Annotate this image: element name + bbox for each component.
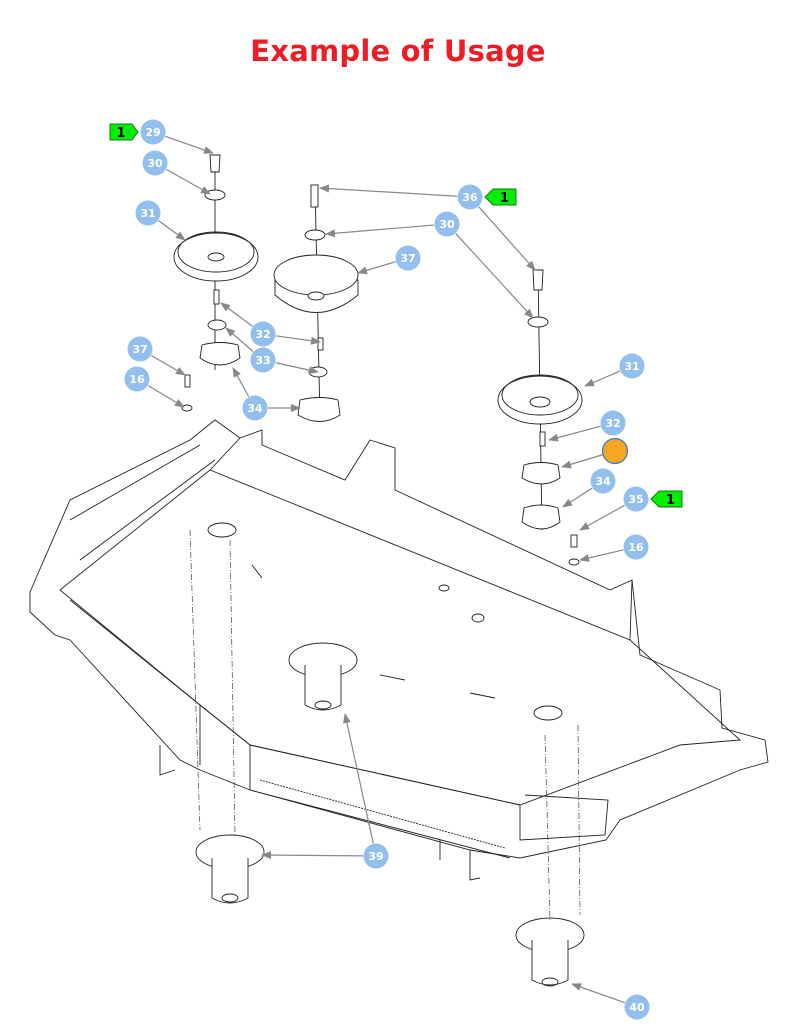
callout-circle[interactable] bbox=[457, 184, 483, 210]
callout-circle[interactable] bbox=[142, 150, 168, 176]
leader-arrow bbox=[319, 184, 458, 197]
page-title: Example of Usage bbox=[250, 34, 546, 68]
callout-circle[interactable] bbox=[242, 395, 268, 421]
callout-circle[interactable] bbox=[601, 437, 629, 465]
callout-highlighted[interactable] bbox=[601, 437, 629, 465]
leader-arrow bbox=[225, 327, 254, 352]
callout-32[interactable]: 32 bbox=[600, 410, 626, 436]
leader-arrow bbox=[220, 302, 253, 327]
callouts: 29 1 30 31 36 1 30 37 32 33 37 16 34 31 32 34 35 1 16 39 40 bbox=[109, 119, 683, 1020]
leader-arrow bbox=[584, 370, 621, 387]
left-pulley-stack bbox=[173, 154, 259, 412]
callout-label: 16 bbox=[129, 373, 145, 386]
callout-34[interactable]: 34 bbox=[590, 468, 616, 494]
callout-32[interactable]: 32 bbox=[250, 321, 276, 347]
callout-31[interactable]: 31 bbox=[135, 200, 161, 226]
callout-34[interactable]: 34 bbox=[242, 395, 268, 421]
callout-33[interactable]: 33 bbox=[250, 347, 276, 373]
callout-31[interactable]: 31 bbox=[619, 353, 645, 379]
right-pulley-stack bbox=[497, 269, 583, 566]
callout-circle[interactable] bbox=[127, 336, 153, 362]
quantity-label: 1 bbox=[500, 191, 509, 206]
leader-arrow bbox=[275, 335, 321, 345]
mower-deck bbox=[29, 419, 769, 881]
callout-circle[interactable] bbox=[623, 534, 649, 560]
quantity-flag-shape bbox=[650, 490, 683, 508]
callout-label: 33 bbox=[255, 354, 270, 367]
callout-circle[interactable] bbox=[590, 468, 616, 494]
center-spindle bbox=[288, 642, 358, 711]
leader-arrow bbox=[158, 220, 186, 241]
leader-arrow bbox=[579, 504, 625, 531]
leader-arrow bbox=[325, 224, 435, 238]
callout-30[interactable]: 30 bbox=[434, 211, 460, 237]
callout-35[interactable]: 35 1 bbox=[623, 486, 683, 512]
callout-label: 34 bbox=[595, 475, 611, 488]
leader-arrow bbox=[275, 362, 319, 374]
quantity-flag: 1 bbox=[484, 188, 517, 206]
quantity-flag-shape bbox=[109, 123, 139, 141]
callout-label: 16 bbox=[628, 541, 644, 554]
leader-arrow bbox=[166, 168, 211, 195]
callout-39[interactable]: 39 bbox=[363, 843, 389, 869]
callout-36[interactable]: 36 1 bbox=[457, 184, 517, 210]
callout-label: 29 bbox=[145, 126, 160, 139]
callout-label: 36 bbox=[462, 191, 478, 204]
leader-arrow bbox=[571, 983, 625, 1004]
leader-arrow bbox=[579, 549, 624, 562]
right-spindle bbox=[515, 917, 585, 987]
callout-circle[interactable] bbox=[124, 366, 150, 392]
callout-label: 37 bbox=[400, 252, 415, 265]
callout-label: 31 bbox=[140, 207, 155, 220]
leader-arrow bbox=[561, 454, 603, 469]
callout-16[interactable]: 16 bbox=[124, 366, 150, 392]
callout-37[interactable]: 37 bbox=[127, 336, 153, 362]
leader-arrow bbox=[147, 385, 185, 408]
leader-arrow bbox=[455, 233, 534, 319]
callout-circle[interactable] bbox=[250, 347, 276, 373]
leader-arrow bbox=[165, 135, 214, 154]
callout-label: 35 bbox=[628, 493, 643, 506]
callout-40[interactable]: 40 bbox=[624, 994, 650, 1020]
callout-label: 30 bbox=[147, 157, 163, 170]
quantity-label: 1 bbox=[116, 126, 125, 141]
leader-arrow bbox=[343, 713, 374, 844]
callout-label: 39 bbox=[368, 850, 383, 863]
quantity-flag: 1 bbox=[109, 123, 139, 141]
quantity-flag-shape bbox=[484, 188, 517, 206]
callout-label: 32 bbox=[255, 328, 270, 341]
leader-arrow bbox=[357, 261, 396, 275]
leader-arrows bbox=[147, 135, 625, 1004]
callout-16[interactable]: 16 bbox=[623, 534, 649, 560]
callout-label: 31 bbox=[624, 360, 639, 373]
callout-label: 32 bbox=[605, 417, 620, 430]
callout-circle[interactable] bbox=[140, 119, 166, 145]
callout-circle[interactable] bbox=[135, 200, 161, 226]
callout-circle[interactable] bbox=[395, 245, 421, 271]
quantity-flag: 1 bbox=[650, 490, 683, 508]
callout-30[interactable]: 30 bbox=[142, 150, 168, 176]
callout-circle[interactable] bbox=[624, 994, 650, 1020]
callout-29[interactable]: 29 1 bbox=[109, 119, 166, 145]
center-pulley-stack bbox=[273, 184, 359, 422]
callout-circle[interactable] bbox=[363, 843, 389, 869]
callout-label: 34 bbox=[247, 402, 263, 415]
leader-arrow bbox=[150, 354, 186, 376]
callout-label: 30 bbox=[439, 218, 455, 231]
leader-arrow bbox=[548, 425, 601, 442]
callout-circle[interactable] bbox=[600, 410, 626, 436]
callout-37[interactable]: 37 bbox=[395, 245, 421, 271]
leader-arrow bbox=[232, 367, 250, 397]
left-spindle bbox=[195, 834, 265, 904]
callout-circle[interactable] bbox=[434, 211, 460, 237]
callout-circle[interactable] bbox=[619, 353, 645, 379]
callout-circle[interactable] bbox=[250, 321, 276, 347]
leader-arrow bbox=[261, 851, 364, 860]
leader-arrow bbox=[478, 206, 536, 271]
callout-label: 40 bbox=[629, 1001, 645, 1014]
callout-label: 37 bbox=[132, 343, 147, 356]
callout-circle[interactable] bbox=[623, 486, 649, 512]
leader-arrow bbox=[562, 487, 593, 508]
quantity-label: 1 bbox=[666, 493, 675, 508]
